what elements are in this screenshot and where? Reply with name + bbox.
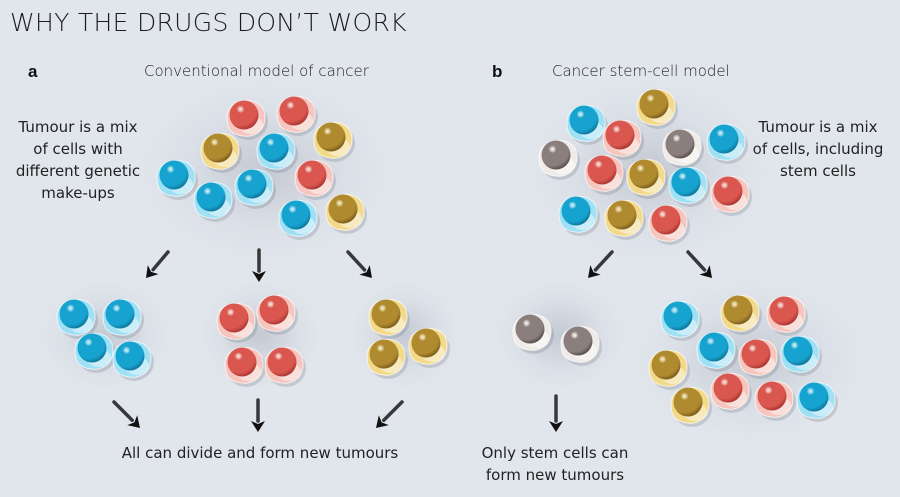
arrow-gold-to-result-icon xyxy=(376,400,404,428)
desc-line: of cells, including xyxy=(752,140,884,158)
cell-gray xyxy=(538,139,580,180)
arrow-blue-to-result-icon xyxy=(112,400,140,428)
cell-blue xyxy=(706,123,748,164)
cluster-glow xyxy=(40,280,170,390)
cell-blue xyxy=(696,331,738,372)
cell-gold xyxy=(636,88,678,129)
cell-red xyxy=(738,338,780,379)
cell-gray xyxy=(512,313,554,354)
arrow-to-blue-icon xyxy=(146,250,170,278)
cell-red xyxy=(264,346,306,387)
cell-red xyxy=(754,380,796,421)
cell-blue xyxy=(558,195,600,236)
cell-blue xyxy=(780,335,822,376)
cell-gold xyxy=(670,386,712,427)
panel-b-description: Tumour is a mix of cells, including stem… xyxy=(748,116,888,182)
cell-blue xyxy=(156,159,198,200)
cell-red xyxy=(766,295,808,336)
cell-red xyxy=(602,119,644,160)
cell-blue xyxy=(668,166,710,207)
cell-gray xyxy=(662,128,704,169)
desc-line: stem cells xyxy=(780,162,856,180)
desc-line: make-ups xyxy=(41,184,115,202)
cell-red xyxy=(710,175,752,216)
panel-a-conclusion: All can divide and form new tumours xyxy=(121,444,399,462)
desc-line: Tumour is a mix xyxy=(18,118,138,136)
cell-gray xyxy=(560,325,602,366)
arrow-to-red-icon xyxy=(252,248,266,282)
arrow-to-stem-icon xyxy=(588,250,614,278)
cell-blue xyxy=(796,381,838,422)
cell-gold xyxy=(648,349,690,390)
cell-red xyxy=(226,99,268,140)
conclusion-line: Only stem cells can xyxy=(481,444,629,462)
cell-blue xyxy=(193,181,235,222)
cell-red xyxy=(710,372,752,413)
cell-gold xyxy=(200,132,242,173)
cell-gold xyxy=(313,121,355,162)
panel-a-label: a xyxy=(28,62,38,81)
panel-a-heading: Conventional model of cancer xyxy=(144,62,369,80)
cell-red xyxy=(648,204,690,245)
panel-a-description: Tumour is a mix of cells with different … xyxy=(8,116,148,204)
panel-b-heading: Cancer stem-cell model xyxy=(552,62,730,80)
desc-line: different genetic xyxy=(15,162,141,180)
cell-red xyxy=(294,159,336,200)
panel-b-label: b xyxy=(492,62,503,81)
cell-gold xyxy=(325,193,367,234)
panel-b-conclusion: Only stem cells can form new tumours xyxy=(470,442,640,486)
cell-red xyxy=(276,95,318,136)
cell-gold xyxy=(720,294,762,335)
cell-gold xyxy=(368,298,410,339)
cell-blue xyxy=(102,298,144,339)
cell-red xyxy=(256,294,298,335)
conclusion-line: form new tumours xyxy=(485,466,625,484)
cell-red xyxy=(584,154,626,195)
cell-red xyxy=(224,346,266,387)
cell-blue xyxy=(660,300,702,341)
arrow-stem-to-result-icon xyxy=(549,394,563,432)
cell-gold xyxy=(626,158,668,199)
cell-blue xyxy=(256,132,298,173)
cell-gold xyxy=(604,199,646,240)
cell-blue xyxy=(278,199,320,240)
cell-red xyxy=(216,302,258,343)
cell-gold xyxy=(366,338,408,379)
cell-blue xyxy=(112,340,154,381)
cell-blue xyxy=(56,298,98,339)
figure-title: WHY THE DRUGS DON’T WORK xyxy=(10,8,407,37)
arrow-to-others-icon xyxy=(686,250,712,278)
cell-blue xyxy=(74,332,116,373)
cell-blue xyxy=(234,168,276,209)
arrow-to-gold-icon xyxy=(346,250,372,278)
cell-blue xyxy=(566,104,608,145)
desc-line: Tumour is a mix xyxy=(758,118,878,136)
arrow-red-to-result-icon xyxy=(251,398,265,432)
desc-line: of cells with xyxy=(33,140,123,158)
cell-gold xyxy=(408,327,450,368)
